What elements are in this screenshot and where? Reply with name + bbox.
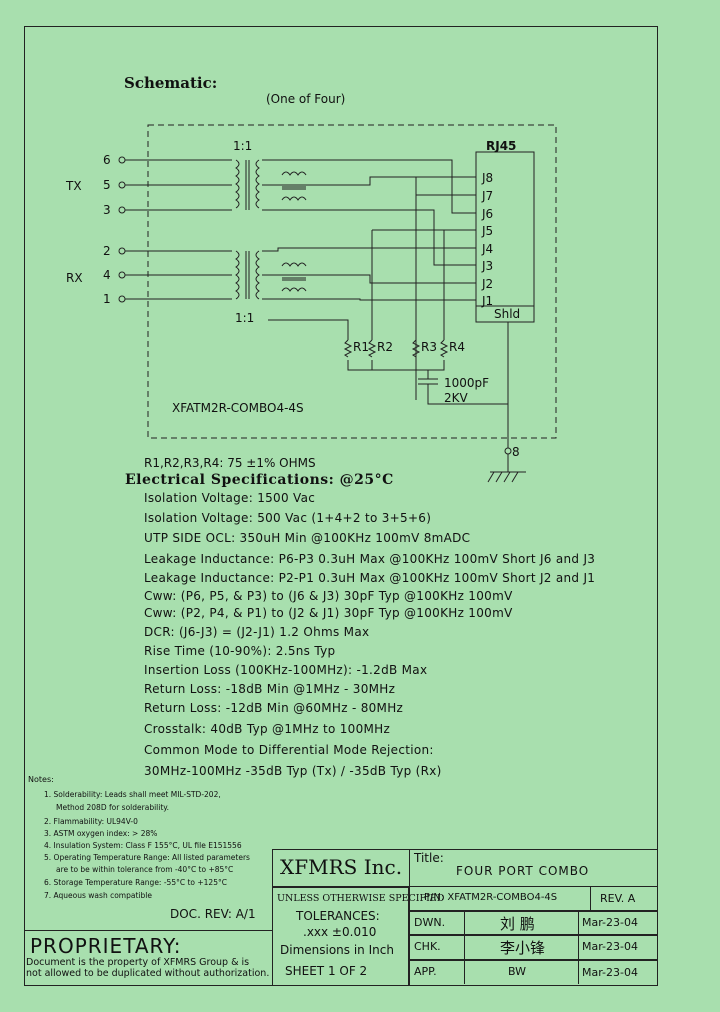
revision: REV. A [600,892,636,905]
dimensions-unit: Dimensions in Inch [280,943,394,957]
note-item: 4. Insulation System: Class F 155°C, UL … [44,841,242,850]
proprietary-line-2: not allowed to be duplicated without aut… [26,968,270,979]
note-item: 1. Solderability: Leads shall meet MIL-S… [44,790,221,799]
pin-2: 2 [103,244,111,258]
rj45-connector [475,151,535,323]
pin-3: 3 [103,203,111,217]
spec-line: Insertion Loss (100KHz-100MHz): -1.2dB M… [144,663,428,677]
spec-line: UTP SIDE OCL: 350uH Min @100KHz 100mV 8m… [144,531,471,545]
cap-value: 1000pF [444,376,489,390]
approved-by: BW [508,965,527,978]
proprietary-line-1: Document is the property of XFMRS Group … [26,957,250,968]
module-outline [147,124,557,439]
jack-j2: J2 [481,277,493,291]
spec-line: Cww: (P6, P5, & P3) to (J6 & J3) 30pF Ty… [144,589,513,603]
checked-date: Mar-23-04 [582,940,638,953]
title-label: Title: [414,851,444,865]
spec-line: Rise Time (10-90%): 2.5ns Typ [144,644,336,658]
cap-voltage: 2KV [444,391,469,405]
spec-line: Common Mode to Differential Mode Rejecti… [144,743,434,757]
part-label: XFATM2R-COMBO4-4S [172,401,304,415]
jack-j1: J1 [481,294,493,308]
jack-j7: J7 [481,189,493,203]
resistor-r3: R3 [421,340,437,354]
electrical-title: Electrical Specifications: @25°C [125,472,394,488]
rj45-label: RJ45 [486,139,516,153]
rx-transformer [235,250,307,300]
note-item: are to be within tolerance from -40°C to… [56,865,234,874]
resistor-values: R1,R2,R3,R4: 75 ±1% OHMS [144,456,316,470]
spec-line: Leakage Inductance: P6-P3 0.3uH Max @100… [144,552,596,566]
pin-4: 4 [103,268,111,282]
tolerances-label: TOLERANCES: [296,909,380,923]
spec-line: Return Loss: -18dB Min @1MHz - 30MHz [144,682,396,696]
doc-revision: DOC. REV: A/1 [170,907,256,921]
jack-j3: J3 [481,259,493,273]
pin-1: 1 [103,292,111,306]
sheet-number: SHEET 1 OF 2 [285,964,368,978]
pin-6: 6 [103,153,111,167]
company-name: XFMRS Inc. [280,855,403,879]
ratio-top: 1:1 [233,139,252,153]
spec-line: Crosstalk: 40dB Typ @1MHz to 100MHz [144,722,391,736]
note-item: 2. Flammability: UL94V-0 [44,817,138,826]
jack-j4: J4 [481,242,493,256]
wiring [262,159,526,483]
drawn-label: DWN. [414,916,446,929]
spec-line: DCR: (J6-J3) = (J2-J1) 1.2 Ohms Max [144,625,370,639]
schematic-diagram: RJ45 1:1 1:1 TX RX 6 5 3 2 4 1 J8 J7 J6 … [65,124,557,483]
drawn-by: 刘 鹏 [500,915,535,933]
drawn-date: Mar-23-04 [582,916,638,929]
resistor-r2: R2 [377,340,393,354]
note-item: 7. Aqueous wash compatible [44,891,152,900]
approved-label: APP. [414,965,437,978]
ratio-bottom: 1:1 [235,311,254,325]
note-item: Method 208D for solderability. [56,803,170,812]
title-value: FOUR PORT COMBO [456,864,590,878]
spec-line: Return Loss: -12dB Min @60MHz - 80MHz [144,701,404,715]
checked-by: 李小锋 [500,939,546,957]
spec-line: Leakage Inductance: P2-P1 0.3uH Max @100… [144,571,596,585]
spec-line: Isolation Voltage: 1500 Vac [144,491,316,505]
jack-shield: Shld [494,307,520,321]
pin-5: 5 [103,178,111,192]
spec-line: Cww: (P2, P4, & P1) to (J2 & J1) 30pF Ty… [144,606,513,620]
tx-transformer [235,159,307,210]
tx-label: TX [65,179,82,193]
part-number: P/N: XFATM2R-COMBO4-4S [424,892,558,903]
resistor-r1: R1 [353,340,369,354]
resistor-r4: R4 [449,340,465,354]
spec-line: Isolation Voltage: 500 Vac (1+4+2 to 3+5… [144,511,432,525]
unless-specified: UNLESS OTHERWISE SPECIFIED [277,893,445,904]
ground-pin: 8 [512,445,520,459]
schematic-subtitle: (One of Four) [266,92,346,106]
proprietary-title: PROPRIETARY: [30,934,182,958]
jack-j5: J5 [481,224,493,238]
jack-j6: J6 [481,207,493,221]
jack-j8: J8 [481,171,493,185]
note-item: 5. Operating Temperature Range: All list… [44,853,250,862]
checked-label: CHK. [414,940,441,953]
rx-label: RX [66,271,83,285]
notes-title: Notes: [28,775,54,784]
spec-line: 30MHz-100MHz -35dB Typ (Tx) / -35dB Typ … [144,764,442,778]
note-item: 6. Storage Temperature Range: -55°C to +… [44,878,227,887]
tolerance-value: .xxx ±0.010 [303,925,377,939]
schematic-title: Schematic: [124,74,218,92]
pin-leads [118,156,232,303]
note-item: 3. ASTM oxygen index: > 28% [44,829,158,838]
approved-date: Mar-23-04 [582,966,638,979]
